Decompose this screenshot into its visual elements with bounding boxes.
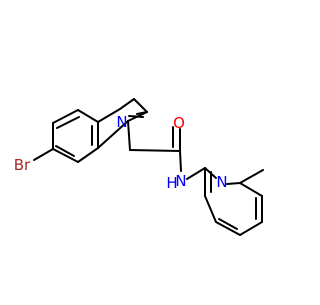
pyridine-nitrogen-label: N: [216, 173, 227, 191]
bond: [128, 115, 144, 118]
bond-double-inner: [218, 218, 238, 230]
bond-to-amide-nitrogen: [179, 150, 182, 172]
bond: [239, 169, 264, 184]
bond: [239, 182, 263, 197]
bond: [97, 108, 121, 123]
bond: [52, 148, 79, 163]
carbonyl-oxygen-label: O: [173, 114, 185, 132]
bond: [204, 195, 217, 223]
bond-to-bromine: [33, 148, 54, 161]
bond-to-nitrogen: [127, 120, 131, 151]
bond-double-inner: [55, 145, 75, 157]
bond-double-inner: [56, 116, 80, 129]
bromine-atom-label: Br: [14, 156, 31, 174]
bond: [239, 221, 263, 236]
bond: [129, 149, 181, 152]
bond: [52, 109, 79, 124]
bond: [133, 98, 148, 113]
bond-lines: [33, 98, 264, 236]
bond: [119, 98, 135, 110]
structure-canvas: Br N O N H N: [13, 98, 264, 236]
bond: [97, 120, 129, 149]
indole-nitrogen-label: N: [116, 113, 127, 131]
bond: [226, 182, 241, 185]
amide-nitrogen-label: N: [175, 172, 186, 190]
bond: [215, 221, 241, 236]
bond: [77, 109, 99, 123]
amide-hydrogen-label: H: [166, 174, 177, 192]
molecule-structure: Br N O N H N: [13, 98, 264, 236]
bond: [77, 147, 99, 163]
bond: [186, 167, 206, 180]
